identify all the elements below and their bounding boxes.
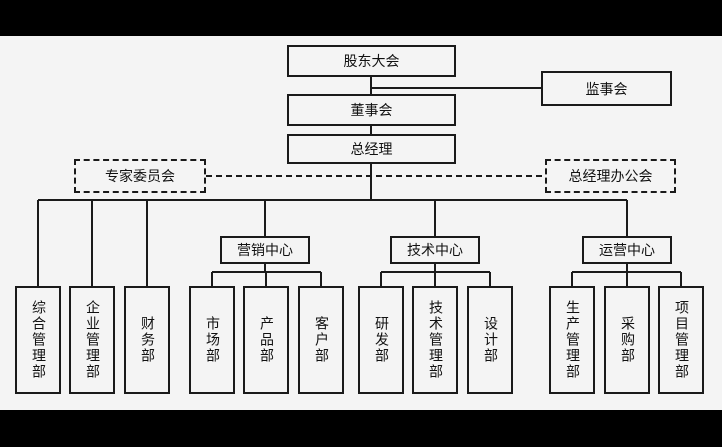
tech-center-label: 技术中心 (407, 243, 463, 259)
shareholders-label: 股东大会 (343, 54, 400, 70)
dept-label: 企业管理部 (84, 300, 100, 380)
dept-label: 客户部 (313, 316, 329, 364)
experts-label: 专家委员会 (105, 169, 175, 185)
dept-box: 产品部 (243, 286, 289, 394)
board-box: 董事会 (287, 94, 456, 126)
dept-box: 设计部 (467, 286, 513, 394)
connector-lines (37, 76, 682, 286)
supervisors-box: 监事会 (541, 71, 672, 106)
dept-label: 研发部 (373, 316, 389, 364)
marketing-center-label: 营销中心 (237, 243, 293, 259)
board-label: 董事会 (350, 103, 393, 119)
dept-label: 综合管理部 (30, 300, 46, 380)
dept-box: 采购部 (604, 286, 650, 394)
org-chart: 股东大会 监事会 董事会 总经理 专家委员会 总经理办公会 营销中心 技术中心 … (0, 36, 722, 410)
dept-box: 技术管理部 (412, 286, 458, 394)
gm-office-label: 总经理办公会 (568, 169, 653, 185)
dept-box: 市场部 (189, 286, 235, 394)
tech-center-box: 技术中心 (390, 236, 480, 264)
dept-box: 客户部 (298, 286, 344, 394)
supervisors-label: 监事会 (585, 81, 628, 98)
dept-label: 设计部 (482, 316, 498, 364)
ops-center-box: 运营中心 (582, 236, 672, 264)
dept-box: 生产管理部 (549, 286, 595, 394)
dept-label: 市场部 (204, 316, 220, 364)
dept-box: 企业管理部 (69, 286, 115, 394)
marketing-center-box: 营销中心 (220, 236, 310, 264)
shareholders-box: 股东大会 (287, 45, 456, 77)
dept-label: 产品部 (258, 316, 274, 364)
dept-label: 项目管理部 (673, 300, 689, 380)
gm-box: 总经理 (287, 134, 456, 164)
dept-box: 研发部 (358, 286, 404, 394)
dept-label: 财务部 (139, 316, 155, 364)
ops-center-label: 运营中心 (599, 243, 655, 259)
dept-label: 采购部 (619, 316, 635, 364)
dept-box: 财务部 (124, 286, 170, 394)
dept-box: 综合管理部 (15, 286, 61, 394)
gm-office-box: 总经理办公会 (545, 159, 676, 193)
experts-box: 专家委员会 (74, 159, 206, 193)
dept-box: 项目管理部 (658, 286, 704, 394)
dept-label: 技术管理部 (427, 300, 443, 380)
dept-label: 生产管理部 (564, 300, 580, 380)
gm-label: 总经理 (350, 142, 393, 158)
